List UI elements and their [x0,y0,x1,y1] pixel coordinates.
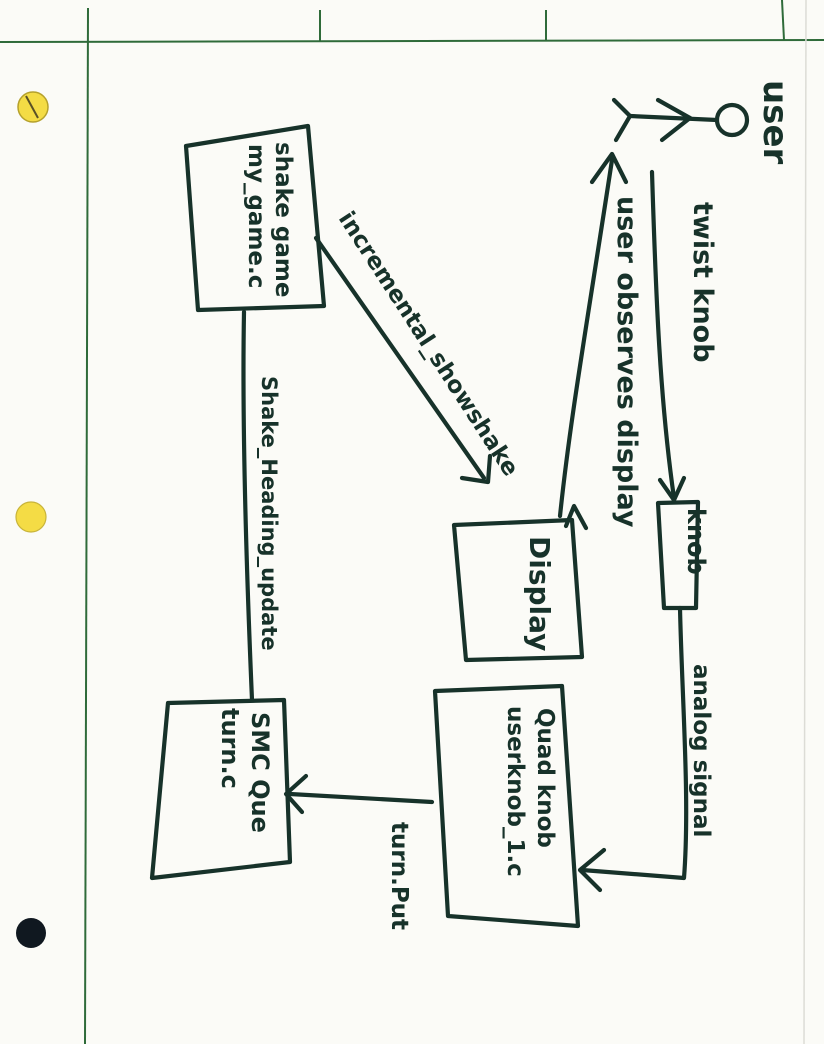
binder-hole-middle [15,501,47,533]
twist-knob-arrow-label: twist knob [687,202,718,363]
smc-que-box-line2: turn.c [216,708,244,789]
analog-signal-arrow-label: analog signal [688,664,714,837]
quad-knob-box-line1: Quad knob [532,708,558,848]
shake-heading-update-line [241,309,255,703]
user-actor-icon [611,97,750,143]
shake-heading-update-line-label: Shake_Heading_update [257,376,281,651]
knob-box [655,499,701,611]
quad-knob-box-line2: userknob_1.c [502,706,528,877]
display-box [451,517,585,663]
binder-hole-top [17,91,49,123]
user-observes-display-arrow [557,151,629,531]
smc-que-box [149,697,293,881]
paper-top-rule [0,39,824,43]
quad-knob-box [432,683,581,929]
shake-game-box [183,123,327,313]
paper-tick-3 [781,0,785,41]
user-observes-display-arrow-label: user observes display [611,196,642,528]
incremental-showshake-arrow-label: incremental_showshake [333,207,523,481]
smc-que-box-line1: SMC Que [246,712,274,833]
display-box-label: Display [523,536,556,651]
shake-game-box-line1: shake game [270,142,296,297]
paper-right-edge [803,0,807,1044]
turn-put-arrow [283,773,435,815]
incremental-showshake-arrow [313,235,493,485]
analog-signal-arrow [577,605,689,893]
paper-margin-line [84,7,89,1044]
knob-box-label: knob [682,508,710,575]
turn-put-arrow-label: turn.Put [386,822,412,930]
binder-hole-bottom [16,918,46,948]
shake-game-box-line2: my_game.c [243,144,269,288]
user-actor-label: user [755,80,795,165]
twist-knob-arrow [649,169,687,503]
